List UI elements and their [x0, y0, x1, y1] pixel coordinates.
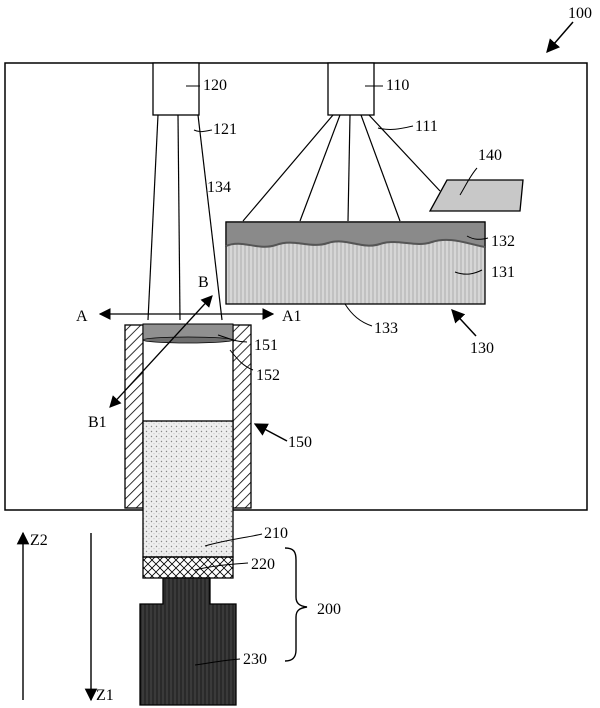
material-210-leader: [204, 533, 263, 547]
label-220: 220: [251, 556, 275, 573]
layer-151-lens: [142, 336, 234, 344]
plate-140: [428, 179, 524, 212]
emitter-120: [152, 62, 200, 116]
axis-b-b1: [109, 295, 213, 408]
label-131: 131: [491, 264, 515, 281]
label-200: 200: [317, 601, 341, 618]
target-130-leader: [451, 309, 477, 337]
beam-111-leader: [377, 125, 414, 130]
layer-132-boundary: [225, 238, 486, 248]
label-151: 151: [254, 337, 278, 354]
label-130: 130: [470, 340, 494, 357]
block-230: [139, 577, 237, 706]
plate-140-leader: [459, 167, 478, 196]
label-230: 230: [243, 651, 267, 668]
beam-121-leader: [193, 129, 213, 133]
sleeve-150-left-wall: [124, 324, 144, 509]
label-150: 150: [288, 434, 312, 451]
assembly-200-brace: [284, 547, 308, 662]
label-100: 100: [568, 5, 592, 22]
label-a: A: [76, 308, 88, 325]
layer-132-leader: [466, 235, 489, 240]
mesh-220: [142, 556, 234, 579]
housing-frame: [4, 62, 588, 511]
mesh-220-leader: [194, 562, 249, 571]
sleeve-150-leader: [253, 423, 288, 442]
label-152: 152: [256, 367, 280, 384]
label-z2: Z2: [30, 532, 48, 549]
material-210: [142, 420, 234, 558]
housing-leader: [546, 21, 574, 54]
label-z1: Z1: [96, 687, 114, 704]
label-111: 111: [415, 118, 438, 135]
emitter-110: [327, 62, 375, 116]
sleeve-150-right-wall: [232, 324, 252, 509]
block-230-leader: [194, 658, 241, 666]
label-140: 140: [478, 147, 502, 164]
label-134: 134: [207, 179, 231, 196]
label-120: 120: [203, 77, 227, 94]
label-210: 210: [264, 525, 288, 542]
label-121: 121: [213, 121, 237, 138]
label-b: B: [198, 274, 209, 291]
surface-133-leader: [344, 303, 373, 327]
label-132: 132: [491, 233, 515, 250]
label-110: 110: [386, 77, 409, 94]
beam-121: [147, 114, 223, 321]
label-a1: A1: [282, 308, 302, 325]
layer-131-leader: [454, 269, 483, 275]
beam-111: [242, 114, 441, 222]
label-133: 133: [374, 320, 398, 337]
layer-151-leader: [217, 334, 248, 343]
label-b1: B1: [88, 414, 107, 431]
cavity-152-leader: [229, 349, 254, 371]
